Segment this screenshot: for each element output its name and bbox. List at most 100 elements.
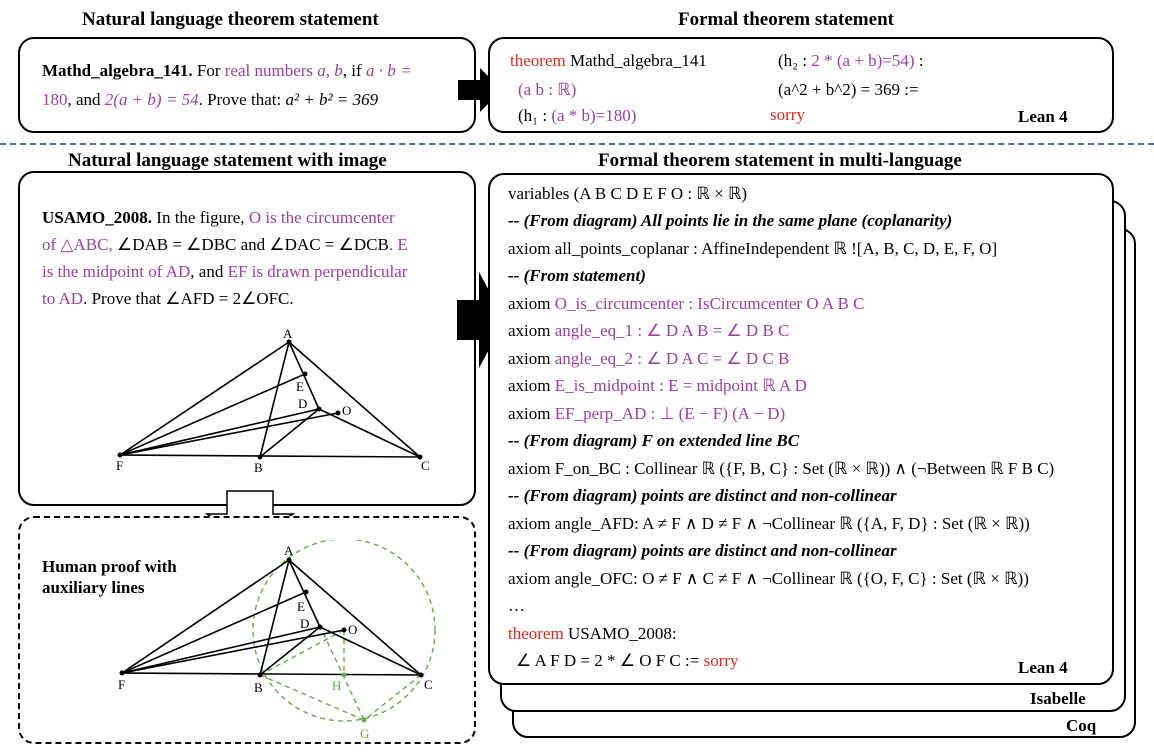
statement-line-3: is the midpoint of AD, and EF is drawn p…: [42, 258, 462, 285]
formal-h2: (h₂ : 2 * (a + b)=54) :: [778, 52, 924, 69]
formal-axiom-angle-ofc: axiom angle_OFC: O ≠ F ∧ C ≠ F ∧ ¬Collin…: [508, 569, 1029, 588]
heading-formal-multi: Formal theorem statement in multi-langua…: [598, 150, 962, 171]
kw-axiom: axiom: [508, 321, 555, 340]
fig2-label-D: D: [300, 616, 309, 631]
axiom-body: angle_eq_1 : ∠ D A B = ∠ D B C: [554, 321, 790, 340]
statement-line-2: of △ABC, ∠DAB = ∠DBC and ∠DAC = ∠DCB. E: [42, 231, 462, 258]
fig2-label-F: F: [118, 677, 125, 692]
heading-formal-statement: Formal theorem statement: [678, 9, 894, 30]
usamo-l3-c: EF is drawn perpendicular: [227, 262, 408, 281]
nl-theorem-line1: Mathd_algebra_141. For real numbers a, b…: [42, 62, 411, 79]
formal-axiom-angle-eq-2: axiom angle_eq_2 : ∠ D A C = ∠ D C B: [508, 350, 789, 367]
lang-label-lean4-top: Lean 4: [1018, 107, 1068, 126]
fig2-label-E: E: [297, 599, 305, 614]
kw-axiom: axiom: [508, 404, 555, 423]
geometry-figure: A E D O F B C: [116, 326, 430, 475]
formal-comment-distinct-2: -- (From diagram) points are distinct an…: [508, 541, 897, 560]
statement-line-4: to AD. Prove that ∠AFD = 2∠OFC.: [42, 285, 462, 312]
h1-body: (a * b)=180): [551, 106, 637, 125]
theorem-keyword: theorem: [510, 51, 566, 70]
heading-nl-statement: Natural language theorem statement: [82, 9, 379, 30]
usamo-l2-d: ∠DAC = ∠DCB: [269, 235, 389, 254]
formal-goal: (a^2 + b^2) = 369 :=: [778, 80, 919, 99]
kw-axiom: axiom: [508, 294, 555, 313]
usamo-l2-e: . E: [388, 235, 408, 254]
formal-axiom-midpoint: axiom E_is_midpoint : E = midpoint ℝ A D: [508, 377, 807, 394]
statement-line-1: USAMO_2008. In the figure, O is the circ…: [42, 204, 462, 231]
goal-body: ∠ A F D = 2 * ∠ O F C :=: [516, 651, 700, 670]
fig2-label-A: A: [284, 543, 294, 558]
math-goal: a² + b² = 369: [285, 90, 379, 109]
text-for: For: [192, 61, 225, 80]
formal-sorry: sorry: [770, 105, 805, 124]
section-divider: [0, 143, 1154, 145]
fig2-label-C: C: [424, 677, 433, 692]
formal-theorem-line1: theorem Mathd_algebra_141: [510, 52, 707, 69]
arrow-right-large-icon: [457, 272, 505, 368]
fig1-label-D: D: [298, 396, 307, 411]
usamo-l3-b: , and: [190, 262, 228, 281]
usamo-l3-a: is the midpoint of AD: [42, 262, 191, 281]
h2-close: :: [914, 51, 924, 70]
human-proof-figure: A E D O F B C H G: [118, 540, 436, 741]
lang-label-lean4: Lean 4: [1018, 658, 1068, 677]
usamo-l4-a: to AD: [42, 289, 84, 308]
formal-axiom-angle-eq-1: axiom angle_eq_1 : ∠ D A B = ∠ D B C: [508, 322, 789, 339]
formal-vars: (a b : ℝ): [518, 80, 577, 99]
human-proof-title-2: auxiliary lines: [42, 578, 145, 597]
usamo-name: USAMO_2008.: [42, 208, 153, 227]
heading-nl-with-image: Natural language statement with image: [68, 150, 387, 171]
math-cond2: 2(a + b) = 54: [104, 90, 199, 109]
formal-h1: (h₁ : (a * b)=180): [518, 107, 636, 124]
axiom-body: EF_perp_AD : ⊥ (E − F) (A − D): [554, 404, 786, 423]
goal-sorry: sorry: [699, 651, 739, 670]
usamo-l2-b: ∠DAB = ∠DBC: [116, 235, 237, 254]
nl-theorem-box: [18, 37, 476, 133]
formal-line-variables: variables (A B C D E F O : ℝ × ℝ): [508, 184, 748, 203]
h2-open: (h₂ :: [778, 51, 812, 70]
formal-ellipsis: …: [508, 596, 525, 615]
fig1-label-A: A: [283, 326, 293, 341]
formal-comment-coplanar: -- (From diagram) All points lie in the …: [508, 211, 953, 230]
usamo-l2-a: of △ABC,: [42, 235, 117, 254]
formal-axiom-coplanar: axiom all_points_coplanar : AffineIndepe…: [508, 239, 998, 258]
formal-box-lean4: [488, 173, 1114, 685]
usamo-intro: In the figure,: [152, 208, 249, 227]
human-proof-box: [18, 516, 476, 744]
nl-image-box: [18, 171, 476, 506]
formal-theorem-box: [488, 37, 1114, 133]
axiom-body: O_is_circumcenter : IsCircumcenter O A B…: [554, 294, 865, 313]
fig1-label-E: E: [296, 379, 304, 394]
formal-theorem-decl: theorem USAMO_2008:: [508, 625, 677, 642]
h2-body: 2 * (a + b)=54): [811, 51, 915, 70]
kw-theorem: theorem: [508, 624, 564, 643]
human-proof-title-1: Human proof with: [42, 557, 177, 576]
h1-open: (h₁ :: [518, 106, 552, 125]
kw-axiom: axiom: [508, 349, 555, 368]
fig1-label-F: F: [116, 458, 123, 473]
formal-comment-distinct-1: -- (From diagram) points are distinct an…: [508, 486, 897, 505]
formal-comment-f-on-bc: -- (From diagram) F on extended line BC: [508, 431, 800, 450]
lang-label-coq: Coq: [1066, 716, 1097, 735]
nl-theorem-line2: 180, and 2(a + b) = 54. Prove that: a² +…: [42, 91, 378, 108]
math-cond1a: a · b =: [365, 61, 412, 80]
kw-axiom: axiom: [508, 376, 555, 395]
fig1-label-O: O: [342, 403, 351, 418]
usamo-statement: USAMO_2008. In the figure, O is the circ…: [42, 204, 462, 312]
theorem-name: Mathd_algebra_141.: [42, 61, 193, 80]
axiom-body: angle_eq_2 : ∠ D A C = ∠ D C B: [554, 349, 790, 368]
fig1-label-B: B: [254, 460, 263, 475]
formal-theorem-goal: ∠ A F D = 2 * ∠ O F C := sorry: [516, 652, 739, 669]
axiom-body: E_is_midpoint : E = midpoint ℝ A D: [554, 376, 807, 395]
fig1-label-C: C: [421, 458, 430, 473]
text-prove: . Prove that:: [198, 90, 286, 109]
usamo-l4-b: . Prove that ∠AFD = 2∠OFC.: [83, 289, 294, 308]
usamo-l1-purple: O is the circumcenter: [248, 208, 395, 227]
text-real-numbers: real numbers: [224, 61, 318, 80]
math-cond1b: 180: [42, 90, 68, 109]
fig2-label-B: B: [254, 680, 263, 695]
math-ab: a, b: [317, 61, 343, 80]
theorem-decl-name: USAMO_2008:: [563, 624, 677, 643]
lang-label-isabelle: Isabelle: [1030, 689, 1086, 708]
formal-axiom-angle-afd: axiom angle_AFD: A ≠ F ∧ D ≠ F ∧ ¬Collin…: [508, 514, 1030, 533]
